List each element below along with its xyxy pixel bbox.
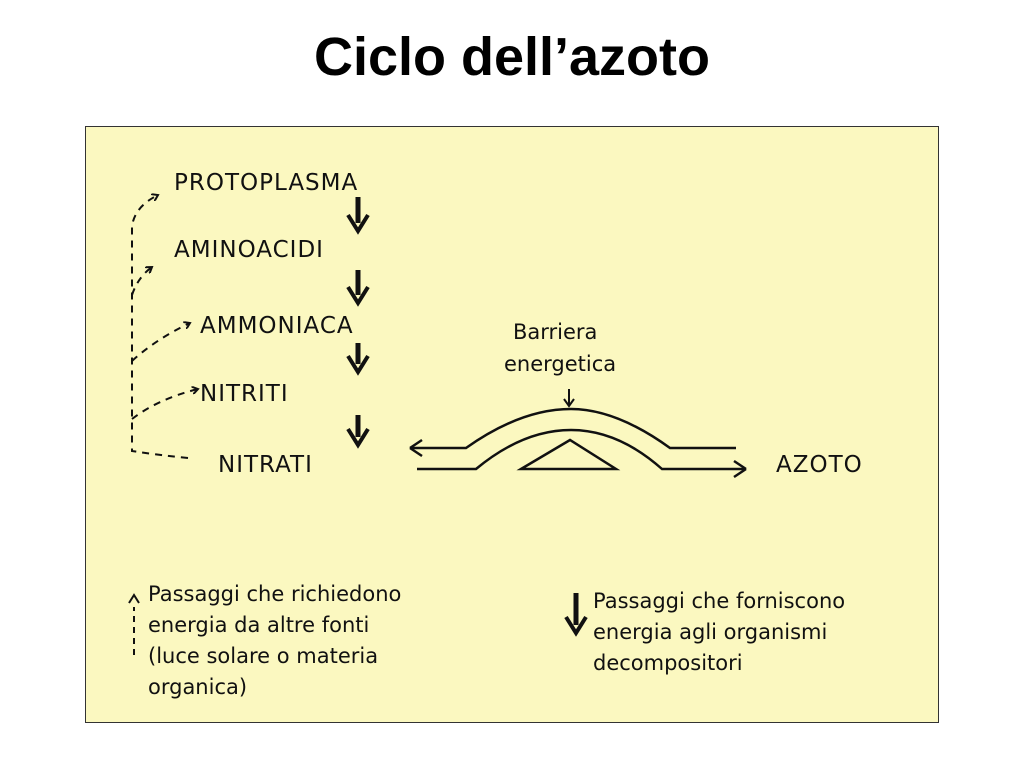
solid-down-arrow-icon [346,343,370,376]
dashed-up-arrow-icon [128,593,140,655]
solid-down-arrow-icon [346,197,370,235]
legend-requires-line3: (luce solare o materia [148,644,378,668]
legend-provides-line2: energia agli organismi [593,620,827,644]
compound-protoplasma: PROTOPLASMA [174,170,358,196]
compound-aminoacidi: AMINOACIDI [174,237,324,263]
legend-provides-line1: Passaggi che forniscono [593,589,845,613]
barrier-label-line1: Barriera [513,320,597,344]
legend-requires-line1: Passaggi che richiedono [148,582,401,606]
compound-nitrati: NITRATI [218,452,313,478]
legend-requires-line2: energia da altre fonti [148,613,369,637]
azoto-label: AZOTO [776,452,863,478]
energy-barrier [409,407,747,479]
dashed-energy-paths [131,195,198,459]
solid-down-arrow-icon [346,270,370,307]
diagram-panel: PROTOPLASMA AMINOACIDI AMMONIACA NITRITI… [85,126,939,723]
slide-title: Ciclo dell’azoto [313,27,711,87]
barrier-pointer-arrow [563,389,575,408]
nitrogen-cycle-diagram: PROTOPLASMA AMINOACIDI AMMONIACA NITRITI… [86,127,938,722]
solid-down-arrow-icon [564,593,588,637]
barrier-label-line2: energetica [504,352,616,376]
solid-down-arrow-icon [346,415,370,449]
legend-requires-line4: organica) [148,675,247,699]
compound-nitriti: NITRITI [200,381,289,407]
compound-ammoniaca: AMMONIACA [200,313,354,339]
legend-provides-line3: decompositori [593,651,743,675]
panel-background [86,127,938,722]
